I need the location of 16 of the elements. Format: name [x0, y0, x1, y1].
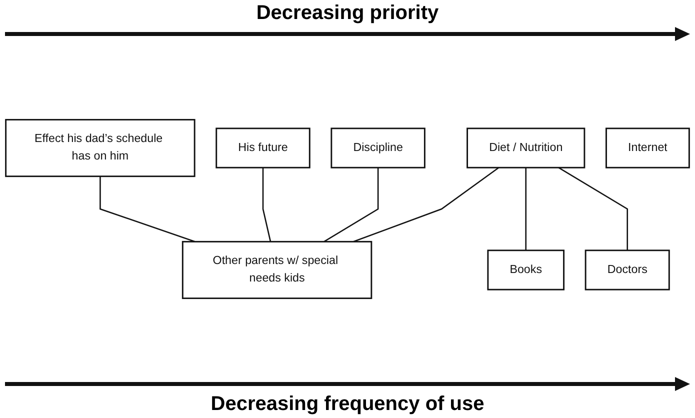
axis-title: Decreasing frequency of use — [210, 393, 486, 416]
topic-box: Effect his dad’s schedule has on him — [5, 118, 196, 178]
connector-line — [558, 167, 628, 250]
connector-line — [262, 168, 272, 242]
connector-line — [100, 176, 196, 242]
topic-box: Other parents w/ special needs kids — [182, 240, 372, 300]
connector-line — [353, 167, 500, 242]
topic-box: Doctors — [584, 250, 670, 290]
connector-line — [525, 168, 527, 250]
axis-title: Decreasing priority — [255, 2, 440, 25]
topic-box: Diet / Nutrition — [466, 128, 586, 168]
topic-box: Internet — [606, 128, 690, 168]
topic-box: His future — [216, 128, 310, 168]
topic-box: Discipline — [330, 128, 426, 168]
topic-box: Books — [487, 250, 565, 290]
connector-line — [324, 168, 379, 242]
